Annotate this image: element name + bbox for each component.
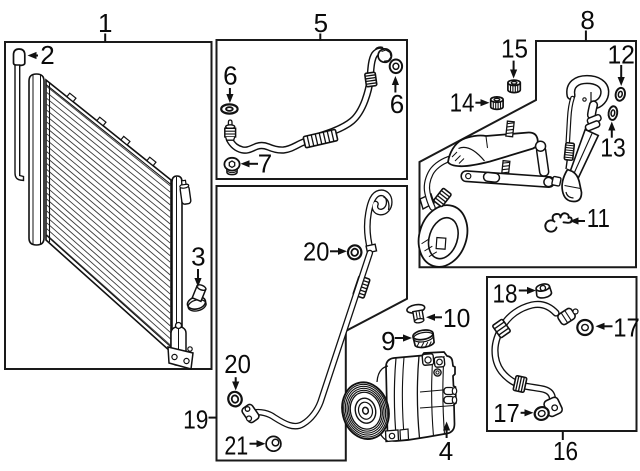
- svg-text:1: 1: [98, 8, 112, 38]
- svg-text:9: 9: [381, 326, 395, 356]
- svg-text:18: 18: [493, 279, 518, 309]
- svg-text:21: 21: [224, 430, 248, 460]
- svg-text:6: 6: [390, 89, 404, 119]
- svg-text:20: 20: [303, 237, 329, 267]
- svg-text:17: 17: [613, 312, 640, 342]
- svg-text:2: 2: [40, 40, 54, 70]
- svg-text:4: 4: [439, 436, 453, 466]
- svg-text:6: 6: [223, 61, 237, 91]
- svg-text:14: 14: [450, 87, 475, 117]
- svg-text:7: 7: [258, 148, 272, 178]
- svg-text:13: 13: [600, 132, 626, 162]
- svg-text:11: 11: [587, 203, 610, 233]
- svg-text:20: 20: [224, 349, 251, 379]
- svg-text:8: 8: [580, 5, 594, 35]
- svg-text:16: 16: [553, 436, 578, 466]
- svg-text:15: 15: [501, 34, 528, 64]
- svg-text:5: 5: [314, 8, 328, 38]
- svg-text:10: 10: [443, 303, 471, 333]
- svg-text:19: 19: [183, 405, 208, 435]
- svg-text:17: 17: [493, 398, 520, 428]
- svg-text:3: 3: [191, 242, 205, 272]
- svg-text:12: 12: [607, 40, 635, 70]
